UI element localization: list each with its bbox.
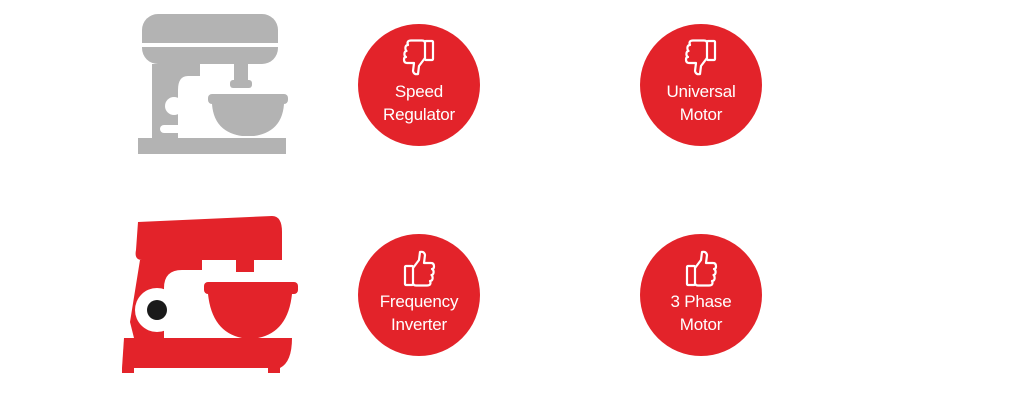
red-stand-mixer-icon <box>112 212 302 382</box>
thumbs-up-icon <box>402 248 436 288</box>
badge-label: Speed Regulator <box>383 82 455 124</box>
thumbs-down-icon <box>684 38 718 78</box>
three-phase-motor-badge: 3 Phase Motor <box>640 234 762 356</box>
badge-label: 3 Phase Motor <box>670 292 732 334</box>
speed-regulator-badge: Speed Regulator <box>358 24 480 146</box>
badge-label: Universal Motor <box>666 82 736 124</box>
frequency-inverter-badge: Frequency Inverter <box>358 234 480 356</box>
thumbs-down-icon <box>402 38 436 78</box>
grey-stand-mixer-icon <box>130 10 290 156</box>
badge-label: Frequency Inverter <box>379 292 459 334</box>
universal-motor-badge: Universal Motor <box>640 24 762 146</box>
thumbs-up-icon <box>684 248 718 288</box>
